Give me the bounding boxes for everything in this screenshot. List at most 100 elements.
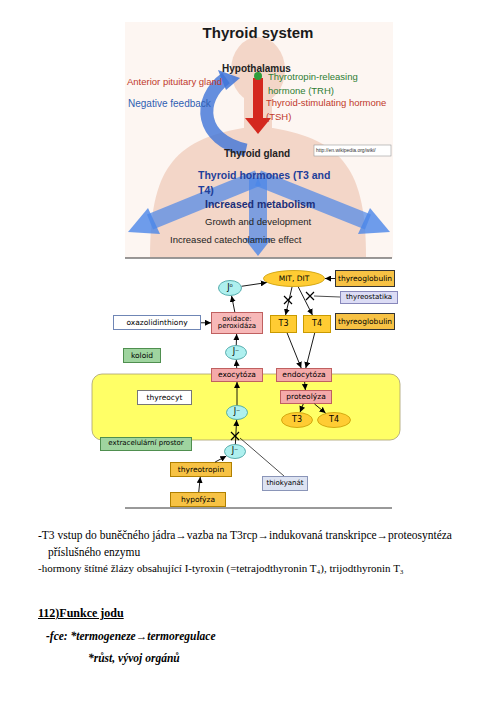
arrow-connector xyxy=(232,296,235,312)
node-text: oxidace: peroxidáza xyxy=(212,316,262,331)
inhibitor-box: thiokyanát xyxy=(262,476,308,491)
node-text: koloid xyxy=(131,352,153,360)
enzyme-box: oxidace: peroxidáza xyxy=(211,312,263,334)
node-text: J⁻ xyxy=(234,408,241,416)
image-background xyxy=(125,22,393,258)
arrow-connector xyxy=(287,333,301,368)
node-text: exocytóza xyxy=(218,371,256,379)
node-text: proteolýza xyxy=(286,393,325,401)
body-text: -hormony štítné žlázy obsahující I-tyrox… xyxy=(38,561,494,577)
precursor-ellipse: MIT, DIT xyxy=(263,270,325,287)
hormone-box: T3 xyxy=(270,315,297,333)
body-text: -fce: *termogeneze→termoregulace xyxy=(46,628,366,645)
node-text: J⁻ xyxy=(232,447,239,455)
effect-label: Increased catecholamine effect xyxy=(170,233,350,247)
organ-label: Thyroid gland xyxy=(224,147,304,162)
node-text: T3 xyxy=(279,320,289,328)
url-box xyxy=(314,145,391,156)
iodide-ellipse: J⁻ xyxy=(225,345,247,360)
node-text: thyreocyt xyxy=(147,394,183,402)
ellipse-shape xyxy=(225,445,246,459)
cell-box: thyreocyt xyxy=(137,390,192,405)
ellipse-shape xyxy=(227,406,248,420)
arrow-connector xyxy=(201,322,211,323)
arrow-connector xyxy=(304,382,306,390)
arrow-connector xyxy=(199,477,201,492)
node-text: thyreoglobulin xyxy=(338,318,392,326)
node-text: thyreoglobulin xyxy=(338,275,392,283)
node-text: extracelulární prostor xyxy=(108,440,183,447)
iodine-ellipse: J⁰ xyxy=(218,280,242,296)
iodide-ellipse: J⁻ xyxy=(226,405,248,420)
process-box: proteolýza xyxy=(280,390,332,404)
compartment-box: extracelulární prostor xyxy=(100,437,192,451)
inhibitor-line xyxy=(314,296,340,297)
inhibitor-box: thyreostatika xyxy=(340,291,398,304)
node-text: MIT, DIT xyxy=(279,275,310,283)
rule-line xyxy=(125,508,392,509)
inhibitor-box: oxazolidinthiony xyxy=(113,315,201,330)
ellipse-shape xyxy=(219,281,242,296)
hormone-arrowhead xyxy=(358,208,390,234)
node-text: T3 xyxy=(292,416,302,424)
ellipse-shape xyxy=(282,413,313,428)
node-text: endocytóza xyxy=(282,371,325,379)
ellipse-shape xyxy=(318,413,351,428)
arrow-connector xyxy=(315,404,326,413)
feedback-label: Negative feedback xyxy=(128,97,238,112)
hormone-label: Thyroid hormones (T3 and T4) xyxy=(198,168,348,198)
process-box: endocytóza xyxy=(276,368,332,382)
node-text: J⁻ xyxy=(233,348,240,356)
thyrocyte-cell xyxy=(92,374,400,440)
block-mark xyxy=(231,432,239,440)
node-text: T4 xyxy=(312,320,322,328)
process-box: exocytóza xyxy=(211,368,263,382)
arrow-connector xyxy=(325,278,335,279)
node-text: hypofýza xyxy=(181,496,215,504)
hormone-arrowhead xyxy=(128,208,160,234)
hormone-box: T4 xyxy=(303,315,331,333)
organ-box: hypofýza xyxy=(170,492,226,507)
node-text: T4 xyxy=(329,416,339,424)
hormone-label: Thyroid-stimulating hormone (TSH) xyxy=(266,96,394,124)
block-mark xyxy=(306,292,314,300)
node-text: oxazolidinthiony xyxy=(126,319,187,327)
node-text: J⁰ xyxy=(227,284,233,292)
arrow-connector xyxy=(215,456,226,462)
effect-label: Growth and development xyxy=(205,215,345,229)
compartment-box: koloid xyxy=(123,348,161,363)
hormone-box: thyreotropin xyxy=(170,462,232,477)
arrow-connector xyxy=(237,382,238,405)
organ-label: Anterior pituitary gland xyxy=(127,75,245,89)
ellipse-shape xyxy=(226,346,247,360)
node-text: thiokyanát xyxy=(266,480,303,487)
arrow-connector xyxy=(242,283,267,287)
arrow-connector xyxy=(236,334,237,345)
block-mark xyxy=(284,296,292,304)
arrow-connector xyxy=(298,287,312,315)
protein-box: thyreoglobulin xyxy=(335,313,395,330)
section-heading: 112)Funkce jodu xyxy=(38,605,258,622)
arrow-connector xyxy=(286,287,292,315)
body-text: -T3 vstup do buněčného jádra→vazba na T3… xyxy=(38,527,485,560)
red-arrow-shaft xyxy=(253,78,263,120)
ellipse-shape xyxy=(264,271,325,287)
node-text: thyreostatika xyxy=(346,294,392,301)
node-text: thyreotropin xyxy=(178,466,224,474)
iodide-ellipse: J⁻ xyxy=(224,444,246,459)
arrow-connector xyxy=(235,420,236,444)
rule-line xyxy=(125,258,392,259)
hormone-label: Thyrotropin-releasing hormone (TRH) xyxy=(268,70,393,98)
url-text: http://en.wikipedia.org/wiki/ xyxy=(316,147,391,154)
arrow-connector xyxy=(300,404,303,412)
diagram-title: Thyroid system xyxy=(160,24,356,41)
hormone-ellipse: T4 xyxy=(317,412,351,428)
hormone-ellipse: T3 xyxy=(281,412,313,428)
body-text: *růst, vývoj orgánů xyxy=(88,650,328,667)
arrow-connector xyxy=(236,360,237,368)
inhibitor-line xyxy=(240,438,284,476)
arrow-connector xyxy=(306,333,315,368)
effect-label: Increased metabolism xyxy=(205,197,345,212)
protein-box: thyreoglobulin xyxy=(335,270,395,287)
